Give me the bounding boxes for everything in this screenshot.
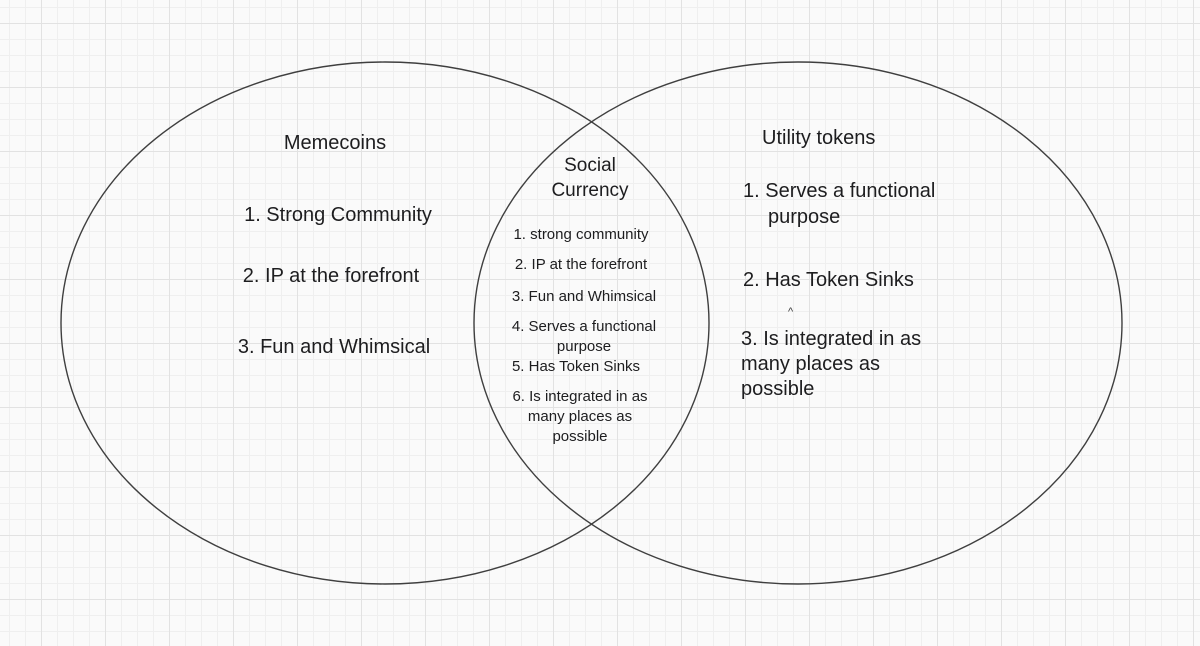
right-circle-item-3[interactable]: 3. Is integrated in as many places as po… [741, 328, 922, 400]
overlap-item-3[interactable]: 3. Fun and Whimsical [511, 288, 657, 305]
left-circle-item-1[interactable]: 1. Strong Community [244, 204, 432, 226]
overlap-item-1[interactable]: 1. strong community [513, 226, 649, 243]
left-circle-item-2[interactable]: 2. IP at the forefront [242, 265, 420, 287]
left-circle-outline[interactable] [60, 61, 710, 585]
overlap-item-5[interactable]: 5. Has Token Sinks [511, 358, 641, 375]
overlap-item-4[interactable]: 4. Serves a functional purpose [511, 318, 657, 355]
right-circle-outline[interactable] [473, 61, 1123, 585]
left-circle-title[interactable]: Memecoins [283, 132, 387, 154]
right-circle-item-1[interactable]: 1. Serves a functional purpose [743, 180, 936, 228]
overlap-title[interactable]: Social Currency [551, 155, 629, 201]
overlap-item-2[interactable]: 2. IP at the forefront [514, 256, 648, 273]
stray-caret-mark: ^ [788, 306, 794, 318]
right-circle-item-2[interactable]: 2. Has Token Sinks [743, 269, 914, 291]
left-circle-item-3[interactable]: 3. Fun and Whimsical [237, 336, 431, 358]
overlap-item-6[interactable]: 6. Is integrated in as many places as po… [512, 388, 648, 445]
right-circle-title[interactable]: Utility tokens [762, 127, 876, 149]
